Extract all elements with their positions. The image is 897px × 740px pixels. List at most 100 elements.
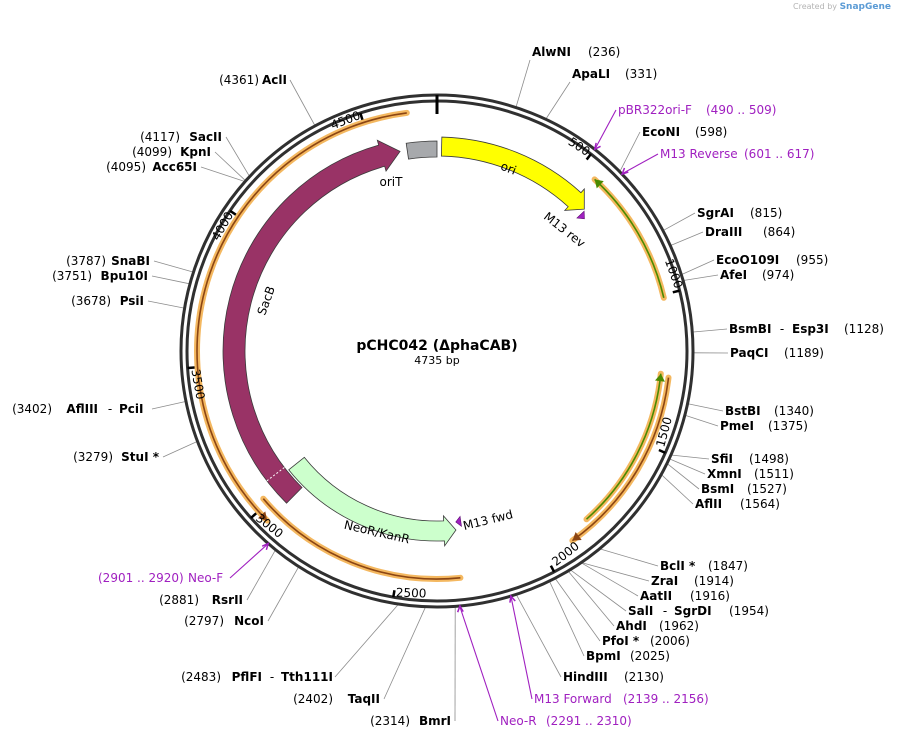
aatII-leader [581,562,639,597]
aflII-leader [661,474,694,505]
aatII-label[interactable]: AatII [640,589,672,603]
bpmI-label[interactable]: BpmI [586,649,621,663]
psiI-label[interactable]: PsiI [120,294,144,308]
neo-r-leader [459,606,499,722]
salI-label[interactable]: SalI [628,604,653,618]
bstBI-label[interactable]: BstBI [725,404,761,418]
afeI-label[interactable]: AfeI [720,268,747,282]
aflII-label[interactable]: AflII [695,497,722,511]
sacb-label[interactable]: SacB [255,284,278,317]
apaLI-position: (331) [625,67,657,81]
snaBI-label[interactable]: SnaBI [111,254,150,268]
feature-sacb [222,139,401,504]
tick-mark-4500 [359,112,364,121]
ncoI-label[interactable]: NcoI [234,614,264,628]
acc65I-position: (4095) [106,160,146,174]
sfiI-label[interactable]: SfiI [711,452,733,466]
sgrDI-label[interactable]: SgrDI [674,604,712,618]
stuI-leader [162,441,197,458]
pfoI-position: (2006) [650,634,690,648]
orf-arc-right-green [585,373,662,520]
neo-f-site [261,542,270,551]
bpmI-position: (2025) [630,649,670,663]
draIII-label[interactable]: DraIII [705,225,742,239]
oriT-label[interactable]: oriT [380,175,404,189]
kpnI-position: (4099) [132,145,172,159]
aflIII-leader [151,401,186,410]
tick-mark-3000 [250,512,257,519]
m13-fwd-label[interactable]: M13 fwd [462,507,515,533]
orf-arc-ori-strand-halo [591,176,667,301]
primer-labels: pBR322ori-F (490 .. 509) M13 Reverse (60… [98,103,814,728]
hindIII-label[interactable]: HindIII [563,670,608,684]
aflIII-separator: - [108,402,112,416]
left-enzyme-labels: (4361) AclI (4117) SacII (4099) KpnI (40… [12,73,451,728]
pflFI-label[interactable]: PflFI [232,670,262,684]
alwNI-label[interactable]: AlwNI [532,45,571,59]
pbr322ori-f-site [593,142,601,151]
m13-reverse-label[interactable]: M13 Reverse [660,147,738,161]
rsrII-label[interactable]: RsrII [212,593,243,607]
tth111I-label[interactable]: Tth111I [281,670,333,684]
ahdI-label[interactable]: AhdI [616,619,647,633]
ecoNI-leader [619,131,641,171]
bsmI-leader [667,463,700,490]
paqCI-label[interactable]: PaqCI [730,346,768,360]
stuI-label[interactable]: StuI * [121,450,160,464]
tick-mark-2500 [392,590,396,598]
pbr322ori-f-label[interactable]: pBR322ori-F [618,103,692,117]
bmrI-label[interactable]: BmrI [419,714,451,728]
sacII-label[interactable]: SacII [189,130,222,144]
pfoI-label[interactable]: PfoI * [602,634,640,648]
m13-forward-label[interactable]: M13 Forward [534,692,612,706]
pmeI-label[interactable]: PmeI [720,419,754,433]
plasmid-length: 4735 bp [414,354,459,367]
alwNI-leader [515,59,531,107]
bpu10I-label[interactable]: Bpu10I [101,269,148,283]
tick-mark-4000 [229,209,237,216]
ecoO109I-label[interactable]: EcoO109I [716,253,779,267]
bsmI-label[interactable]: BsmI [701,482,734,496]
zraI-label[interactable]: ZraI [651,574,678,588]
sgrAI-leader [663,212,696,231]
hindIII-position: (2130) [624,670,664,684]
pciI-label[interactable]: PciI [119,402,144,416]
bsmBI-label[interactable]: BsmBI [729,322,771,336]
ecoNI-label[interactable]: EcoNI [642,125,680,139]
bclI-position: (1847) [708,559,748,573]
watermark-brand: SnapGene [839,2,891,12]
esp3I-label[interactable]: Esp3I [792,322,829,336]
xmnI-label[interactable]: XmnI [707,467,742,481]
ori-label[interactable]: ori [499,159,519,178]
pbr322ori-f-leader [594,109,617,149]
neo-r-label[interactable]: Neo-R [500,714,537,728]
aclI-position: (4361) [219,73,259,87]
orf-arc-right-green-arrowhead [655,373,665,382]
primer-m13-rev [576,210,585,220]
plasmid-name: pCHC042 (ΔphaCAB) [356,338,517,354]
aclI-label[interactable]: AclI [262,73,287,87]
bclI-leader [600,548,659,567]
apaLI-label[interactable]: ApaLI [572,67,610,81]
neo-f-label[interactable]: Neo-F [188,571,223,585]
pfoI-leader [555,578,601,642]
bsmBI-leader [693,328,728,333]
bmrI-position: (2314) [370,714,410,728]
taqII-position: (2402) [293,692,333,706]
aflIII-label[interactable]: AflIII [66,402,98,416]
taqII-label[interactable]: TaqII [348,692,380,706]
acc65I-label[interactable]: Acc65I [152,160,197,174]
kpnI-label[interactable]: KpnI [180,145,211,159]
primer-m13-fwd [455,515,462,527]
bstBI-position: (1340) [774,404,814,418]
bsmBI-separator: - [780,322,784,336]
tick-mark-500 [585,153,592,161]
snaBI-leader [153,260,193,273]
sgrAI-label[interactable]: SgrAI [697,206,734,220]
ecoNI-position: (598) [695,125,727,139]
stuI-position: (3279) [73,450,113,464]
zraI-leader [582,562,650,582]
pmeI-leader [685,415,719,427]
neo-f-range: (2901 .. 2920) [98,571,184,585]
bclI-label[interactable]: BclI * [660,559,696,573]
